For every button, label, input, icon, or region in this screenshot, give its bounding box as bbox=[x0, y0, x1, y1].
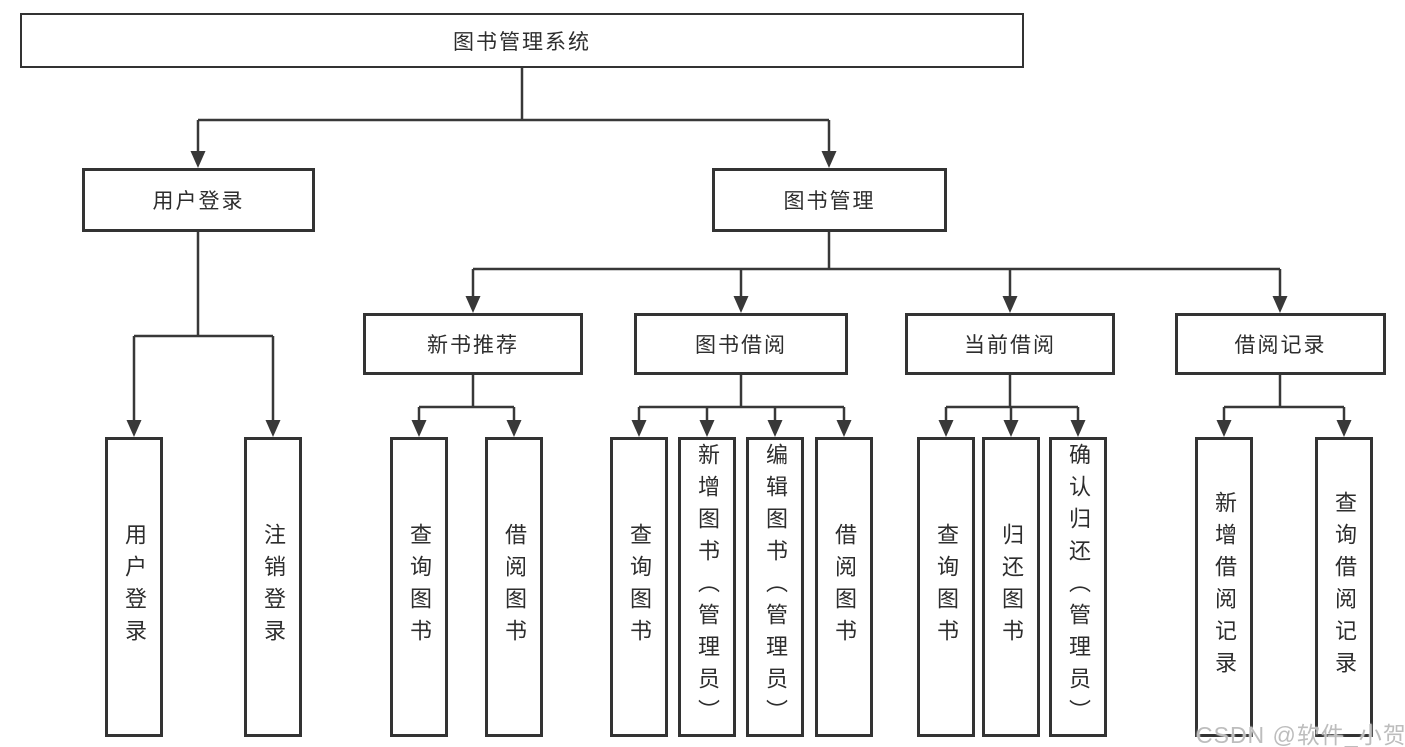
node-book-borrowing: 图书借阅 bbox=[634, 313, 848, 375]
node-label: 查询图书 bbox=[627, 523, 652, 651]
leaf-add-book-admin: 新增图书（管理员） bbox=[678, 437, 736, 737]
leaf-return-books: 归还图书 bbox=[982, 437, 1040, 737]
node-label: 查询图书 bbox=[407, 523, 432, 651]
node-label: 新增图书（管理员） bbox=[695, 443, 720, 731]
leaf-query-books-borrow: 查询图书 bbox=[610, 437, 668, 737]
node-library-management-system: 图书管理系统 bbox=[20, 13, 1024, 68]
leaf-logout: 注销登录 bbox=[244, 437, 302, 737]
node-label: 图书借阅 bbox=[695, 334, 787, 357]
leaf-query-books-current: 查询图书 bbox=[917, 437, 975, 737]
node-current-borrowing: 当前借阅 bbox=[905, 313, 1115, 375]
node-borrowing-records: 借阅记录 bbox=[1175, 313, 1386, 375]
node-label: 查询借阅记录 bbox=[1332, 491, 1357, 683]
leaf-user-login: 用户登录 bbox=[105, 437, 163, 737]
node-label: 图书管理系统 bbox=[453, 30, 591, 54]
node-new-book-recommendation: 新书推荐 bbox=[363, 313, 583, 375]
node-label: 查询图书 bbox=[934, 523, 959, 651]
node-label: 用户登录 bbox=[152, 190, 245, 213]
node-label: 图书管理 bbox=[783, 190, 876, 213]
node-book-management: 图书管理 bbox=[712, 168, 947, 232]
node-label: 借阅图书 bbox=[502, 523, 527, 651]
node-user-login: 用户登录 bbox=[82, 168, 315, 232]
leaf-query-books-recommend: 查询图书 bbox=[390, 437, 448, 737]
node-label: 新书推荐 bbox=[427, 334, 519, 357]
leaf-confirm-return-admin: 确认归还（管理员） bbox=[1049, 437, 1107, 737]
node-label: 当前借阅 bbox=[964, 334, 1056, 357]
node-label: 编辑图书（管理员） bbox=[763, 443, 788, 731]
node-label: 注销登录 bbox=[261, 523, 286, 651]
node-label: 借阅记录 bbox=[1234, 334, 1327, 357]
node-label: 用户登录 bbox=[122, 523, 147, 651]
node-label: 归还图书 bbox=[999, 523, 1024, 651]
watermark: CSDN @软件_小贺同学 bbox=[1196, 722, 1405, 747]
leaf-borrow-books-recommend: 借阅图书 bbox=[485, 437, 543, 737]
node-label: 借阅图书 bbox=[832, 523, 857, 651]
leaf-edit-book-admin: 编辑图书（管理员） bbox=[746, 437, 804, 737]
node-label: 确认归还（管理员） bbox=[1066, 443, 1091, 731]
leaf-add-borrow-record: 新增借阅记录 bbox=[1195, 437, 1253, 737]
node-label: 新增借阅记录 bbox=[1212, 491, 1237, 683]
leaf-query-borrow-record: 查询借阅记录 bbox=[1315, 437, 1373, 737]
leaf-borrow-books: 借阅图书 bbox=[815, 437, 873, 737]
